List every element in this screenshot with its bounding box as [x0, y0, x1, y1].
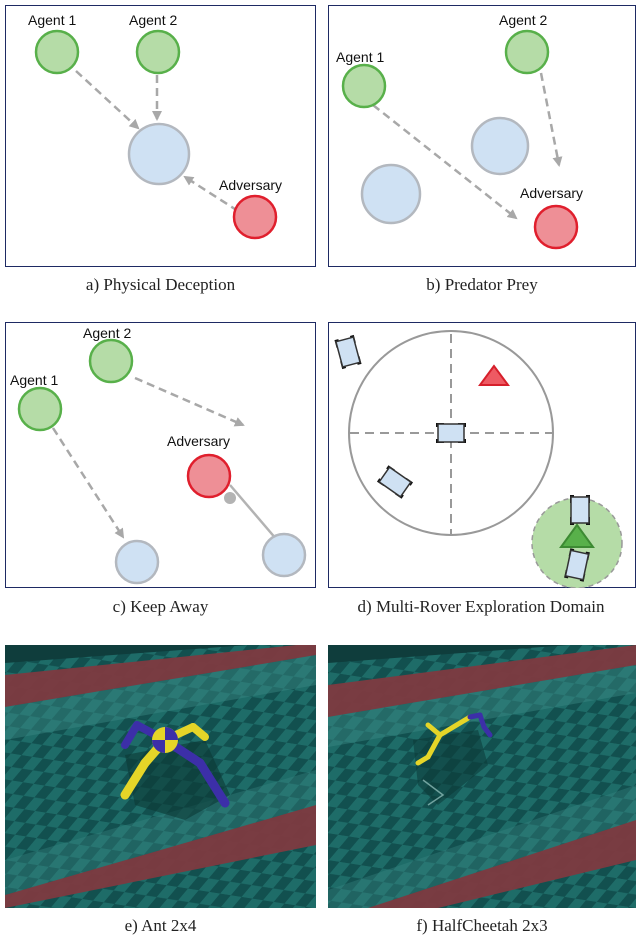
adversary-label: Adversary [520, 185, 583, 201]
rover-center-icon [436, 423, 466, 443]
adversary-contact-dot [224, 492, 236, 504]
adversary-node [232, 194, 278, 240]
agent-1-node [341, 63, 387, 109]
obstacle-landmark-2 [360, 163, 422, 225]
caption-ant: e) Ant 2x4 [124, 916, 197, 935]
agent-2-node [135, 29, 181, 75]
panel-halfcheetah [328, 645, 636, 908]
halfcheetah-robot [415, 712, 493, 766]
agent-2-node [504, 29, 550, 75]
panel-ant [5, 645, 316, 908]
agent-2-label: Agent 2 [499, 12, 547, 28]
arrow-agent2-to-landmark [134, 376, 245, 427]
adversary-label: Adversary [219, 177, 282, 193]
landmark-2 [261, 532, 307, 578]
boundary-wall-top [328, 645, 636, 717]
adversary-label: Adversary [167, 433, 230, 449]
arrow-agent1-to-landmark [75, 70, 140, 130]
halfcheetah-render-image [328, 645, 636, 908]
arrow-agent1-to-landmark [51, 427, 125, 539]
agent-1-label: Agent 1 [336, 49, 384, 65]
caption-predator-prey: b) Predator Prey [426, 275, 538, 294]
caption-keep-away: c) Keep Away [112, 597, 209, 616]
agent-1-node [34, 29, 80, 75]
ant-robot [120, 721, 230, 808]
arrow-agent1-to-adversary [372, 104, 518, 220]
agent-2-label: Agent 2 [83, 325, 131, 341]
agent-1-label: Agent 1 [28, 12, 76, 28]
adversary-node [186, 453, 232, 499]
poi-green-triangle-icon [559, 523, 595, 548]
poi-red-triangle-icon [478, 364, 510, 386]
boundary-wall-bottom [368, 820, 636, 908]
caption-multi-rover: d) Multi-Rover Exploration Domain [357, 597, 605, 616]
rover-poi-upper-icon [570, 495, 590, 525]
obstacle-landmark-1 [470, 116, 530, 176]
panel-multi-rover [328, 322, 636, 588]
panel-physical-deception: Agent 1 Agent 2 Adversary [5, 5, 316, 267]
boundary-wall-bottom [5, 805, 316, 908]
adversary-push-line [229, 484, 278, 541]
panel-keep-away: Agent 2 Agent 1 Adversary [5, 322, 316, 588]
multi-rover-diagram [328, 322, 636, 588]
panel-border [5, 322, 316, 588]
rover-poi-lower-icon [564, 548, 590, 582]
caption-halfcheetah: f) HalfCheetah 2x3 [416, 916, 548, 935]
caption-physical-deception: a) Physical Deception [85, 275, 236, 294]
agent-2-label: Agent 2 [129, 12, 177, 28]
agent-1-label: Agent 1 [10, 372, 58, 388]
physical-deception-diagram: Agent 1 Agent 2 Adversary [5, 5, 316, 267]
boundary-wall-top [5, 645, 316, 707]
panel-predator-prey: Agent 1 Agent 2 Adversary [328, 5, 636, 267]
arrow-agent2-to-adversary [539, 72, 563, 167]
agent-1-node [17, 386, 63, 432]
arrow-adversary-to-landmark [183, 175, 239, 213]
rover-lower-left-icon [376, 465, 414, 499]
target-landmark [127, 122, 191, 186]
keep-away-diagram: Agent 2 Agent 1 Adversary [5, 322, 316, 588]
landmark-1 [114, 539, 160, 585]
agent-2-node [88, 338, 134, 384]
adversary-node [533, 204, 579, 250]
rover-top-left-icon [334, 334, 362, 370]
predator-prey-diagram: Agent 1 Agent 2 Adversary [328, 5, 636, 267]
ant-render-image [5, 645, 316, 908]
exploration-region [348, 330, 554, 536]
